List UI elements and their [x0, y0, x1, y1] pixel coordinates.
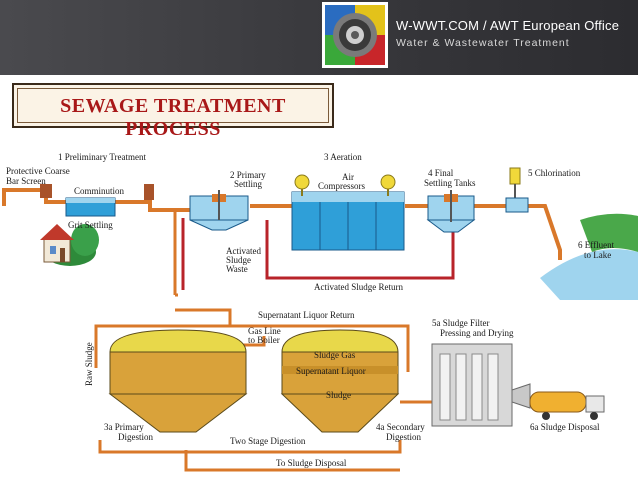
- label-raw-sludge: Raw Sludge: [84, 342, 94, 386]
- return-sludge-pipe: [181, 218, 455, 290]
- label-aeration: 3 Aeration: [324, 152, 362, 162]
- grit-settling-tank: [65, 197, 116, 217]
- label-primary-settling-2: Settling: [234, 179, 263, 189]
- label-bar-screen: Bar Screen: [6, 176, 46, 186]
- title-frame: SEWAGE TREATMENT PROCESS: [12, 83, 334, 140]
- brand-title: W-WWT.COM / AWT European Office: [396, 18, 620, 33]
- label-chlorination: 5 Chlorination: [528, 168, 581, 178]
- label-sludge: Sludge: [326, 390, 351, 400]
- label-sludge-disposal: 6a Sludge Disposal: [530, 422, 600, 432]
- label-effluent-1: 6 Effluent: [578, 240, 615, 250]
- lake: [540, 213, 638, 300]
- label-activated-waste-1: Activated: [226, 246, 261, 256]
- label-activated-return: Activated Sludge Return: [314, 282, 403, 292]
- label-air: Air: [342, 172, 354, 182]
- bar-screen: [40, 184, 52, 198]
- label-final-settling-2: Settling Tanks: [424, 178, 476, 188]
- label-secondary-digestion-1: 4a Secondary: [376, 422, 425, 432]
- sludge-filter-press: [431, 343, 531, 427]
- label-final-settling-1: 4 Final: [428, 168, 454, 178]
- process-diagram: 1 Preliminary Treatment Protective Coars…: [2, 152, 638, 472]
- label-to-disposal: To Sludge Disposal: [276, 458, 347, 468]
- header-bar: W-WWT.COM / AWT European Office Water & …: [0, 0, 638, 75]
- label-primary-digestion-2: Digestion: [118, 432, 153, 442]
- chlorinator-icon: [505, 167, 529, 213]
- house-icon: [40, 224, 99, 266]
- comminution-unit: [144, 184, 154, 200]
- final-settling-tank: [426, 190, 476, 233]
- label-two-stage: Two Stage Digestion: [230, 436, 306, 446]
- label-sludge-filter-2: Pressing and Drying: [440, 328, 514, 338]
- label-primary-settling-1: 2 Primary: [230, 170, 266, 180]
- label-comminution: Comminution: [74, 186, 125, 196]
- label-supernatant-return: Supernatant Liquor Return: [258, 310, 355, 320]
- title-inner-border: [17, 88, 329, 123]
- aeration-tank: [291, 191, 405, 251]
- logo-icon: [322, 2, 388, 68]
- brand-subtitle: Water & Wastewater Treatment: [396, 37, 570, 49]
- page-title: SEWAGE TREATMENT PROCESS: [60, 95, 286, 140]
- label-activated-waste-3: Waste: [226, 264, 248, 274]
- primary-settling-tank: [189, 190, 249, 231]
- tanker-truck-icon: [529, 391, 605, 420]
- label-sludge-filter-1: 5a Sludge Filter: [432, 318, 490, 328]
- label-supernatant-liquor: Supernatant Liquor: [296, 366, 366, 376]
- primary-digester: [108, 329, 248, 433]
- label-air-compressors: Compressors: [318, 181, 365, 191]
- label-gas-line-2: to Boiler: [248, 335, 280, 345]
- label-activated-waste-2: Sludge: [226, 255, 251, 265]
- label-preliminary-treatment: 1 Preliminary Treatment: [58, 152, 146, 162]
- label-protective-coarse: Protective Coarse: [6, 166, 70, 176]
- secondary-digester: [280, 329, 400, 433]
- label-secondary-digestion-2: Digestion: [386, 432, 421, 442]
- label-sludge-gas: Sludge Gas: [314, 350, 356, 360]
- label-gas-line-1: Gas Line: [248, 326, 281, 336]
- label-primary-digestion-1: 3a Primary: [104, 422, 144, 432]
- label-grit-settling: Grit Settling: [68, 220, 113, 230]
- air-compressor-icon: [294, 174, 396, 196]
- label-effluent-2: to Lake: [584, 250, 611, 260]
